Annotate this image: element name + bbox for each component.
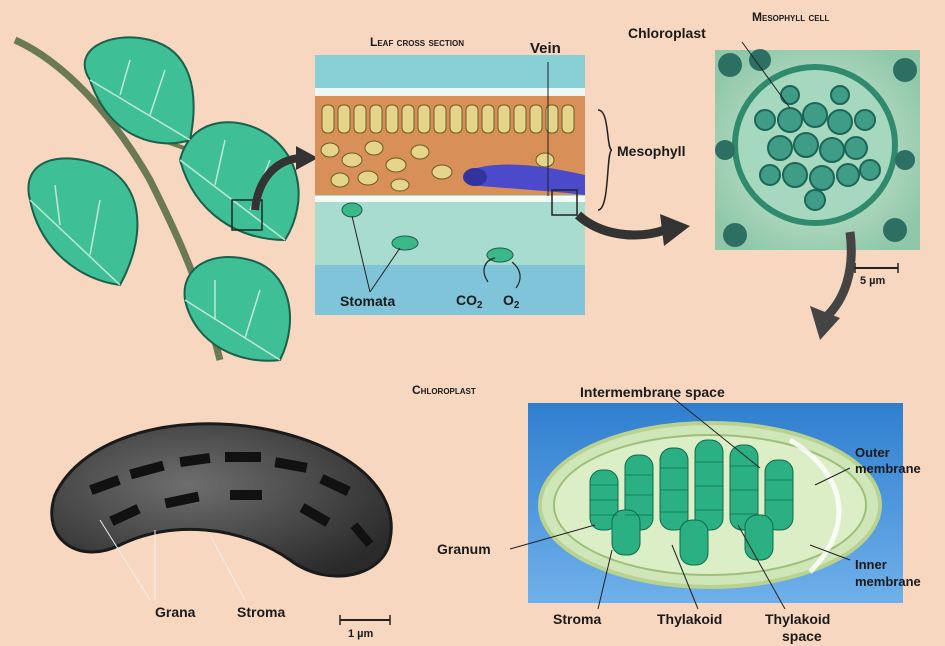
stroma-diagram-label: Stroma [553, 611, 601, 627]
thylakoid-space-label-1: Thylakoid [765, 611, 830, 627]
mesophyll-label: Mesophyll [617, 143, 685, 159]
mesophyll-cell-figure [715, 49, 920, 250]
chloroplast-title: Chloroplast [412, 383, 476, 397]
leaf-cross-section-title: Leaf cross section [370, 35, 464, 49]
intermembrane-space-label: Intermembrane space [580, 384, 725, 400]
thylakoid-space-label-2: space [782, 628, 822, 644]
inner-membrane-label-2: membrane [855, 574, 921, 589]
leaf-top [85, 37, 194, 143]
scale-bar-1um: 1 µm [348, 628, 373, 640]
granum-label: Granum [437, 541, 491, 557]
stroma-micro-label: Stroma [237, 604, 285, 620]
mesophyll-cell-title: Mesophyll cell [752, 10, 829, 24]
grana-label: Grana [155, 604, 195, 620]
outer-membrane-label-1: Outer [855, 445, 890, 460]
chloroplast-diagram-figure [510, 397, 903, 609]
chloroplast-micrograph [52, 424, 391, 600]
leaf-right [180, 122, 299, 240]
leaf-cross-section-figure [315, 55, 585, 315]
scale-bar-5um: 5 µm [860, 275, 885, 287]
leaf-left [28, 158, 137, 285]
o2-label: O2 [503, 292, 519, 311]
chloroplast-cell-label: Chloroplast [628, 25, 706, 41]
thylakoid-label: Thylakoid [657, 611, 722, 627]
vein-label: Vein [530, 40, 561, 57]
co2-label: CO2 [456, 292, 482, 311]
stomata-label: Stomata [340, 293, 395, 309]
outer-membrane-label-2: membrane [855, 461, 921, 476]
inner-membrane-label-1: Inner [855, 557, 887, 572]
